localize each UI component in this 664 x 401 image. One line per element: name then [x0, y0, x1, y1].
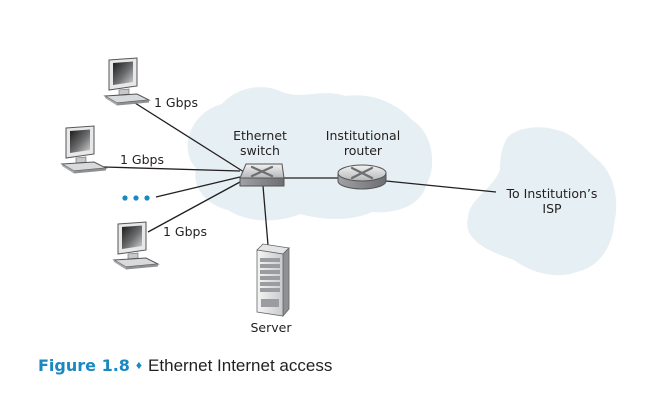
- link-host1-switch: [134, 102, 245, 173]
- isp-label-line2: ISP: [542, 201, 562, 216]
- server-icon: [256, 243, 290, 318]
- link-switch-server: [262, 185, 269, 246]
- switch-label-line2: switch: [240, 143, 280, 158]
- more-hosts-ellipsis: [122, 195, 150, 201]
- caption-diamond-icon: ♦: [135, 358, 143, 372]
- ethernet-switch-icon: [239, 163, 285, 187]
- isp-label-line1: To Institution’s: [506, 186, 598, 201]
- host-computer-3: [112, 221, 160, 270]
- figure-caption: Figure 1.8 ♦ Ethernet Internet access: [38, 356, 332, 376]
- switch-label-line1: Ethernet: [233, 128, 287, 143]
- link-speed-label-bottom: 1 Gbps: [163, 224, 207, 239]
- institutional-router-icon: [337, 164, 387, 190]
- router-label: Institutional router: [318, 128, 408, 158]
- link-more-hosts-switch: [155, 176, 241, 198]
- isp-cloud: [467, 127, 617, 276]
- isp-label: To Institution’s ISP: [496, 186, 608, 216]
- switch-label: Ethernet switch: [226, 128, 294, 158]
- link-host3-switch: [147, 181, 241, 233]
- host-computer-1: [103, 57, 151, 106]
- figure-title: Ethernet Internet access: [148, 356, 333, 375]
- figure-number: Figure 1.8: [38, 356, 130, 375]
- link-router-isp: [385, 180, 497, 193]
- link-host2-switch: [103, 166, 241, 172]
- router-label-line2: router: [343, 143, 383, 158]
- host-computer-2: [60, 125, 108, 174]
- server-label: Server: [250, 320, 292, 335]
- link-speed-label-top: 1 Gbps: [154, 95, 198, 110]
- link-speed-label-middle: 1 Gbps: [120, 152, 164, 167]
- router-label-line1: Institutional: [325, 128, 401, 143]
